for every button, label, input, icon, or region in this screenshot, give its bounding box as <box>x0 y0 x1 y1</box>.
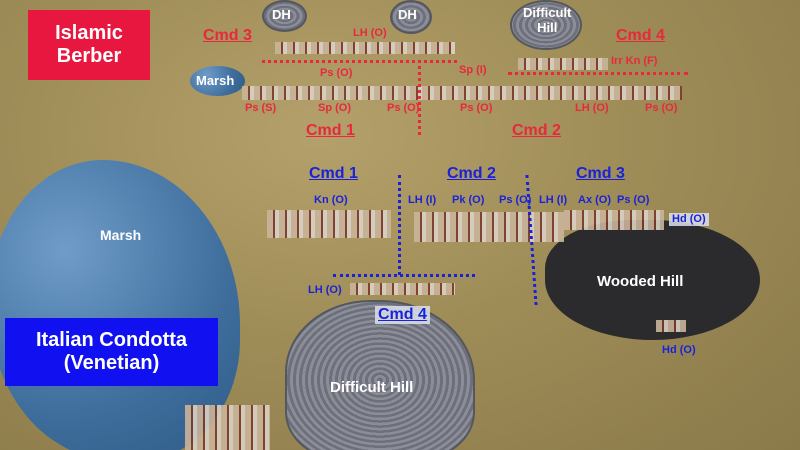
berber-cmd-2: Cmd 2 <box>512 122 561 139</box>
army-title-italian: Italian Condotta (Venetian) <box>5 318 218 386</box>
terrain-wooded-hill <box>545 220 760 340</box>
terrain-label: Marsh <box>196 73 235 88</box>
terrain-marsh-top <box>190 66 245 96</box>
army-name: Islamic Berber <box>55 22 123 67</box>
army-title-berber: Islamic Berber <box>28 10 150 80</box>
berber-cmd-3: Cmd 3 <box>203 27 252 44</box>
italian-cmd-3: Cmd 3 <box>576 165 625 182</box>
italian-hd <box>656 320 686 332</box>
terrain-label: DH <box>272 7 291 22</box>
berber-line <box>242 86 682 100</box>
unit-label: Kn (O) <box>314 194 348 206</box>
berber-boundary <box>508 72 688 75</box>
unit-label: Irr Kn (F) <box>611 55 658 67</box>
italian-cmd-1: Cmd 1 <box>309 165 358 182</box>
unit-label: Ax (O) <box>578 194 611 206</box>
army-name: Italian Condotta <box>35 329 188 351</box>
unit-label: Hd (O) <box>662 344 696 356</box>
berber-boundary <box>418 60 421 135</box>
unit-label: Pk (O) <box>452 194 485 206</box>
unit-label: Ps (O) <box>617 194 650 206</box>
unit-label: Ps (O) <box>645 102 678 114</box>
italian-cmd-4: Cmd 4 <box>375 306 430 324</box>
terrain-label: DH <box>398 7 417 22</box>
terrain-dh-1 <box>262 0 307 32</box>
berber-cmd-1: Cmd 1 <box>306 122 355 139</box>
unit-label: Ps (O) <box>320 67 353 79</box>
unit-label: LH (O) <box>353 27 387 39</box>
unit-label: LH (I) <box>539 194 568 206</box>
unit-label: Ps (O) <box>460 102 493 114</box>
italian-ax <box>564 210 664 230</box>
italian-cmd-2: Cmd 2 <box>447 165 496 182</box>
berber-units-lh <box>275 42 455 54</box>
unit-label: LH (O) <box>308 284 342 296</box>
army-subname: (Venetian) <box>63 352 160 374</box>
unit-label: Hd (O) <box>669 213 709 226</box>
berber-cmd-4: Cmd 4 <box>616 27 665 44</box>
terrain-marsh-left <box>0 160 240 450</box>
unit-label: LH (I) <box>408 194 437 206</box>
terrain-label: Difficult Hill <box>523 5 572 35</box>
italian-boundary <box>398 175 401 275</box>
terrain-label: Wooded Hill <box>597 273 684 290</box>
terrain-difficult-hill-top <box>510 0 582 50</box>
italian-boundary <box>333 274 475 277</box>
terrain-difficult-hill-bottom <box>285 300 475 450</box>
unit-label: Ps (O) <box>499 194 532 206</box>
camp <box>185 405 270 450</box>
italian-kn <box>267 210 391 238</box>
unit-label: Ps (O) <box>387 102 420 114</box>
unit-label: LH (O) <box>575 102 609 114</box>
berber-units-kn <box>518 58 608 70</box>
italian-lh4 <box>350 283 455 295</box>
unit-label: Sp (I) <box>459 64 487 76</box>
italian-pk <box>414 212 564 242</box>
unit-label: Sp (O) <box>318 102 351 114</box>
terrain-dh-2 <box>390 0 432 34</box>
unit-label: Ps (S) <box>245 102 277 114</box>
terrain-label: Difficult Hill <box>330 379 414 396</box>
berber-boundary <box>262 60 457 63</box>
terrain-label: Marsh <box>100 227 142 243</box>
